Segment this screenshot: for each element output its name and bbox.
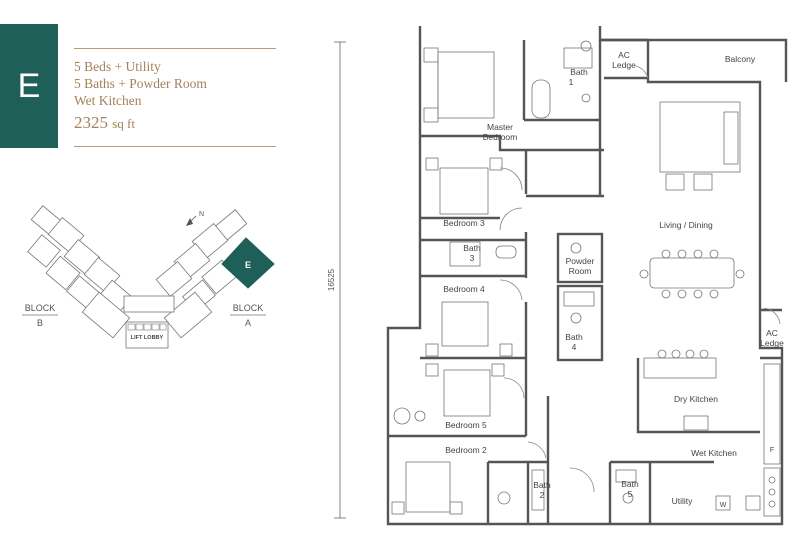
bath1-label-line1: Bath (570, 67, 588, 77)
key-plan: LIFT LOBBY E N BLOCK B BLOCK A (22, 205, 275, 349)
block-a-label-top: BLOCK (233, 303, 264, 313)
unit-e-highlight (221, 237, 275, 289)
feature-baths: 5 Baths + Powder Room (74, 76, 207, 91)
lift-lobby-box (125, 321, 169, 349)
bath5-label-line1: Bath (621, 479, 639, 489)
powder-room-label-line1: Powder (566, 256, 595, 266)
bath3-label-line1: Bath (463, 243, 481, 253)
bath4-label-line2: 4 (572, 342, 577, 352)
bedroom2-bed (405, 461, 451, 513)
bedroom5-bed (443, 369, 491, 417)
floor-plan: 16525 (327, 26, 788, 526)
master-bedroom-label-line1: Master (487, 122, 513, 132)
dry-kitchen-label: Dry Kitchen (674, 394, 718, 404)
block-b-label-top: BLOCK (25, 303, 56, 313)
lobby-block (123, 295, 175, 313)
unit-badge: E (0, 24, 58, 148)
bath2-label-line1: Bath (533, 480, 551, 490)
bathtub (531, 79, 551, 119)
bath5-label-line2: 5 (628, 489, 633, 499)
powder-room-label-line2: Room (569, 266, 592, 276)
utility-label: Utility (672, 496, 694, 506)
master-bedroom-label-line2: Bedroom (483, 132, 518, 142)
dining-table (649, 257, 735, 289)
bedroom4-label: Bedroom 4 (443, 284, 485, 294)
bath2-label-line2: 2 (540, 490, 545, 500)
wet-kitchen-label: Wet Kitchen (691, 448, 737, 458)
balcony-label: Balcony (725, 54, 756, 64)
ac-ledge-right-label-line2: Ledge (760, 338, 784, 348)
feature-kitchen: Wet Kitchen (74, 93, 142, 108)
block-a-label-bottom: A (245, 318, 251, 328)
feature-beds: 5 Beds + Utility (74, 59, 161, 74)
north-label: N (199, 211, 204, 218)
dimension-line (334, 41, 346, 519)
bedroom5-label: Bedroom 5 (445, 420, 487, 430)
unit-area: 2325 sq ft (74, 113, 276, 134)
bath1-label-line2: 1 (569, 77, 574, 87)
fridge-label: F (770, 447, 774, 454)
unit-letter: E (17, 66, 41, 105)
unit-e-marker: E (245, 260, 251, 270)
north-arrow-icon: N (186, 211, 204, 226)
furniture (391, 40, 781, 517)
walls (386, 26, 788, 526)
sofa-set (659, 101, 741, 173)
bedroom3-bed (439, 167, 489, 215)
living-dining-label: Living / Dining (659, 220, 713, 230)
unit-specs: 5 Beds + Utility 5 Baths + Powder Room W… (74, 48, 276, 147)
area-value: 2325 (74, 113, 108, 132)
ac-ledge-right-label-line1: AC (766, 328, 778, 338)
block-b-label-bottom: B (37, 318, 43, 328)
block-a-wing (155, 209, 248, 339)
bedroom2-label: Bedroom 2 (445, 445, 487, 455)
master-bed (437, 51, 495, 119)
lift-lobby-label: LIFT LOBBY (131, 335, 164, 341)
bath3-label-line2: 3 (470, 253, 475, 263)
bedroom4-bed (441, 301, 489, 347)
dimension-label: 16525 (327, 268, 336, 291)
kitchen-island (643, 357, 717, 379)
door-swings (499, 65, 781, 493)
ac-ledge-top-label-line1: AC (618, 50, 630, 60)
ac-ledge-top-label-line2: Ledge (612, 60, 636, 70)
washer-label: W (720, 502, 727, 509)
area-unit: sq ft (112, 116, 135, 131)
bath4-label-line1: Bath (565, 332, 583, 342)
block-b-wing (27, 205, 133, 339)
bedroom3-label: Bedroom 3 (443, 218, 485, 228)
